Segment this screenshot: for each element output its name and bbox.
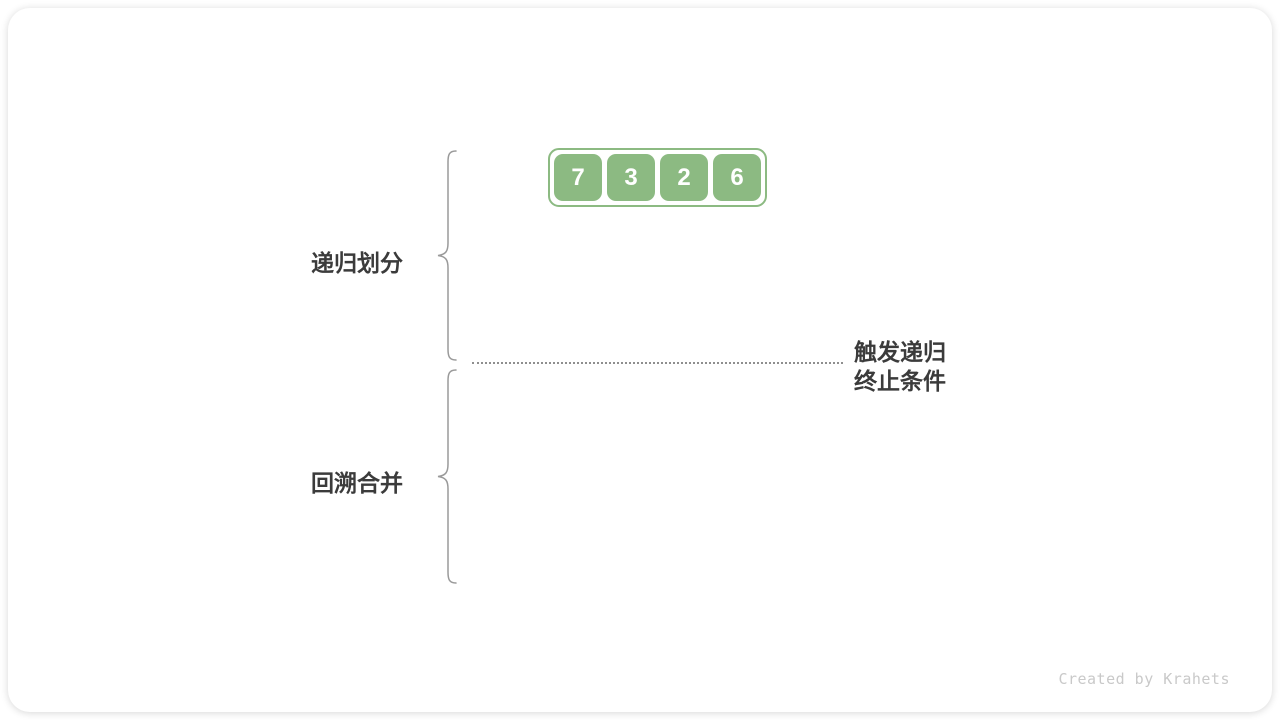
dotted-divider-line	[472, 362, 843, 364]
annotation-line-2: 终止条件	[854, 368, 946, 394]
array-cell: 7	[554, 154, 602, 201]
curly-brace-icon	[437, 369, 457, 584]
label-recursive-division: 递归划分	[311, 250, 403, 276]
array-cell: 3	[607, 154, 655, 201]
annotation-termination-condition: 触发递归 终止条件	[854, 338, 946, 396]
annotation-line-1: 触发递归	[854, 339, 946, 365]
array-cell: 6	[713, 154, 761, 201]
label-backtrack-merge: 回溯合并	[311, 470, 403, 496]
diagram-card: 7 3 2 6 递归划分 回溯合并 触发递归 终止条件 Created by K…	[8, 8, 1272, 712]
credit-text: Created by Krahets	[1058, 670, 1230, 688]
array-container: 7 3 2 6	[548, 148, 767, 207]
array-cell: 2	[660, 154, 708, 201]
curly-brace-icon	[437, 150, 457, 361]
